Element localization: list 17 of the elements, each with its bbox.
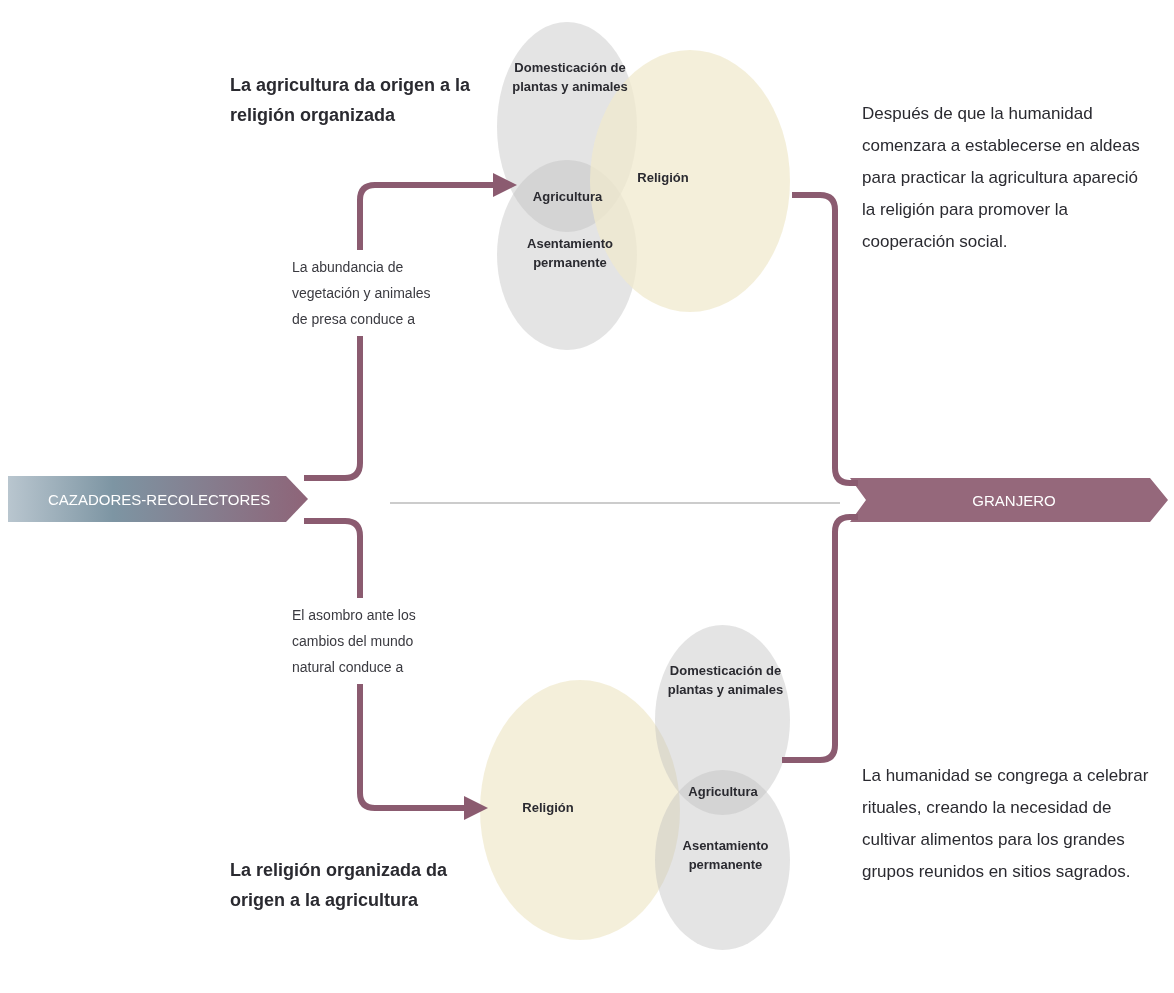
heading: La agricultura da origen a la religión organizada [230, 74, 472, 127]
ellipse-label: Asentamiento permanente [681, 837, 770, 874]
description-text: Después de que la humanidad comenzara a establecerse en aldeas para practicar la agricultura apareció la religión para promover la cooperación social. [862, 103, 1141, 253]
ellipse-label: Religión [637, 169, 689, 187]
chevron-banner [8, 476, 308, 522]
banner-label: GRANJERO [972, 491, 1056, 509]
edge-label: La abundancia de vegetación y animales de presa conduce a [292, 250, 432, 336]
ellipse-label: Agricultura [688, 782, 758, 801]
ellipse-label: Asentamiento permanente [526, 235, 614, 272]
heading: La religión organizada da origen a la agricultura [230, 859, 449, 912]
banner-label: CAZADORES-RECOLECTORES [48, 490, 271, 508]
ellipse-label: Domesticación de plantas y animales [666, 662, 785, 699]
description-text: La humanidad se congrega a celebrar rituales, creando la necesidad de cultivar alimentos para los grandes grupos reunidos en sitios sagrados. [862, 765, 1150, 883]
ellipse-label: Agricultura [532, 187, 603, 206]
ellipse-label: Domesticación de plantas y animales [511, 59, 629, 96]
ellipse-label: Religión [522, 799, 574, 817]
chevron-banner [850, 478, 1168, 522]
